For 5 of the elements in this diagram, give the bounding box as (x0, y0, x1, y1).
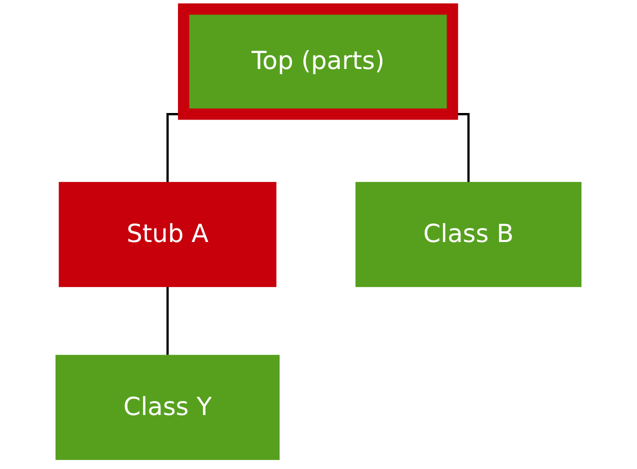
node-box: Stub A (58, 182, 276, 288)
node-box: Top (parts) (178, 3, 458, 120)
connector (166, 286, 169, 355)
node-box: Class B (356, 182, 582, 288)
node-box: Class Y (56, 354, 280, 460)
